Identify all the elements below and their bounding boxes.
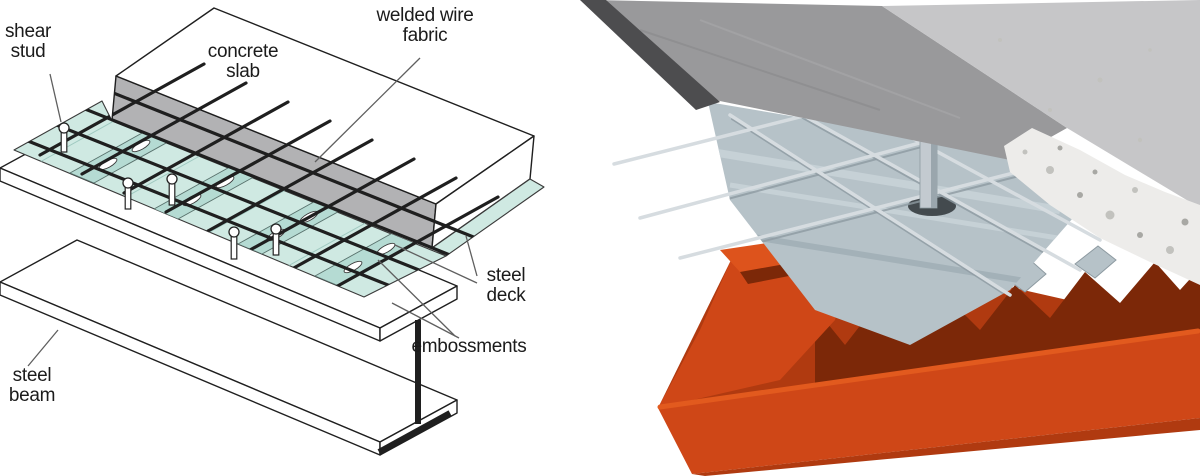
render-broken-edge <box>1004 128 1200 285</box>
label-steel-beam: steel beam <box>8 365 56 406</box>
beam-flange-end-edge <box>377 410 452 455</box>
leader-wire-fabric <box>314 57 421 163</box>
shear-stud <box>58 122 70 153</box>
label-concrete-slab: concrete slab <box>207 41 279 82</box>
shear-stud <box>166 173 178 206</box>
render-concrete-slab <box>580 0 1200 285</box>
leader-shear-stud <box>49 73 62 123</box>
shear-stud <box>122 177 134 210</box>
label-shear-stud: shear stud <box>4 21 52 62</box>
leader-steel-beam <box>27 329 59 367</box>
rendered-illustration <box>580 0 1200 476</box>
shear-stud <box>270 223 282 256</box>
leader-steel-deck <box>394 244 478 284</box>
render-steel-beam <box>657 236 1200 476</box>
shear-stud <box>228 226 240 260</box>
label-embossments: embossments <box>411 336 527 357</box>
shear-studs-drawing <box>58 122 282 260</box>
label-welded-wire-fabric: welded wire fabric <box>376 5 474 46</box>
leader-steel-deck <box>465 235 478 277</box>
leader-lines <box>27 57 478 367</box>
leader-embossments <box>391 302 460 339</box>
leader-embossments <box>377 259 456 337</box>
label-steel-deck: steel deck <box>486 265 526 306</box>
line-diagram <box>0 7 545 456</box>
wire-fabric-drawing <box>26 62 500 297</box>
deck-edge-strip <box>431 178 545 257</box>
